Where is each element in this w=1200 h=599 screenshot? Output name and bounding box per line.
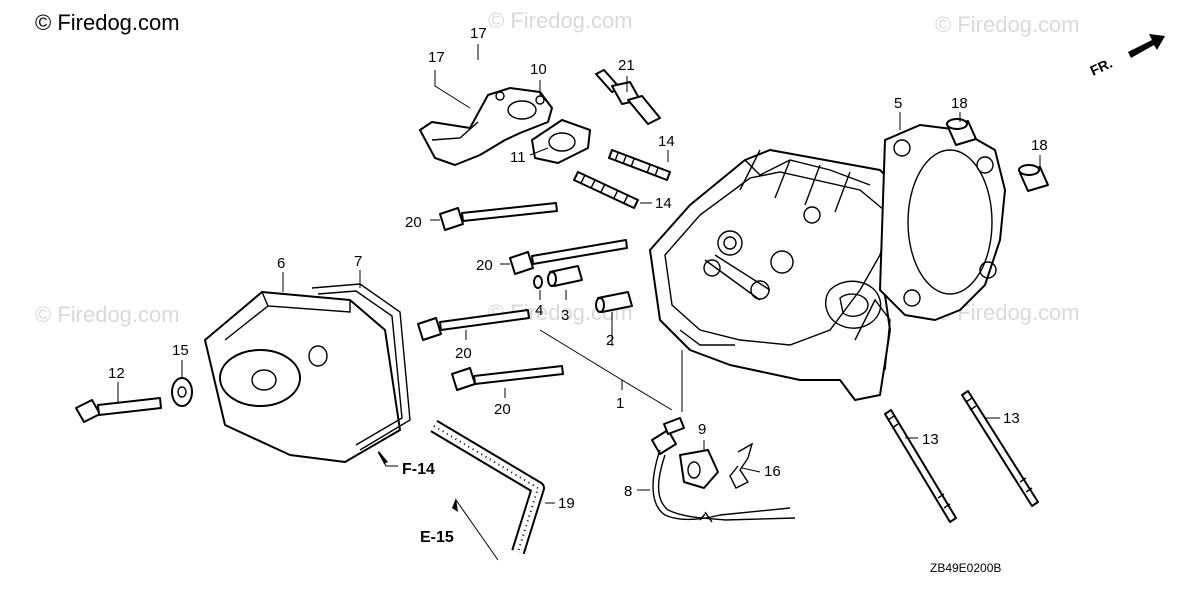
callout-20d: 20	[494, 401, 511, 418]
callout-20c: 20	[455, 345, 472, 362]
breather-tube	[430, 419, 545, 555]
callout-11: 11	[510, 149, 526, 166]
head-bolt-3	[417, 309, 530, 341]
callout-14b: 14	[655, 195, 672, 212]
callout-6: 6	[277, 255, 285, 272]
diagram-code: ZB49E0200B	[930, 561, 1001, 575]
sealing-washer	[171, 377, 193, 407]
callout-4: 4	[535, 302, 543, 319]
head-bolt-4	[451, 365, 564, 391]
callout-8: 8	[624, 483, 632, 500]
callout-14a: 14	[658, 133, 675, 150]
callout-7: 7	[354, 253, 362, 270]
callout-9: 9	[698, 421, 706, 438]
dowel-pin-1	[946, 118, 977, 146]
insulator-gasket	[531, 119, 591, 164]
callout-16: 16	[764, 463, 781, 480]
callout-17b: 17	[470, 25, 487, 42]
callout-1: 1	[616, 395, 624, 412]
f14-arrow	[378, 450, 388, 464]
head-bolt-2	[509, 239, 628, 275]
stud-bolt-lower	[573, 171, 639, 209]
intake-insulator	[419, 87, 553, 166]
stud-bolt-upper	[608, 149, 671, 181]
head-bolt-1	[439, 202, 558, 231]
spark-plug	[595, 69, 661, 125]
dowel-2	[595, 291, 633, 313]
callout-20a: 20	[405, 214, 422, 231]
reference-f14: F-14	[402, 461, 435, 478]
callout-18a: 18	[951, 95, 968, 112]
wire-clip	[729, 442, 754, 489]
leader-lines	[117, 44, 1041, 561]
stud-13-left	[884, 409, 957, 523]
callout-15: 15	[172, 342, 189, 359]
callout-21: 21	[618, 57, 635, 74]
callout-12: 12	[108, 365, 125, 382]
dowel-pin-2	[1018, 164, 1049, 192]
e15-arrow	[452, 498, 458, 512]
callout-17a: 17	[428, 49, 445, 66]
callout-5: 5	[894, 95, 902, 112]
callout-18b: 18	[1031, 137, 1048, 154]
cylinder-head	[649, 149, 916, 401]
washer-4	[533, 275, 543, 289]
head-gasket	[879, 124, 1006, 321]
head-cover	[204, 291, 401, 463]
callout-3: 3	[561, 307, 569, 324]
callout-20b: 20	[476, 257, 493, 274]
watermark-top-center: © Firedog.com	[488, 8, 633, 33]
reference-e15: E-15	[420, 529, 454, 546]
callout-13b: 13	[1003, 410, 1020, 427]
switch-clamp	[679, 449, 719, 489]
callout-13a: 13	[922, 431, 939, 448]
callout-numbers: 17 17 10 21 14 11 14 20 20 20 20 5 18 18…	[108, 25, 1048, 512]
callout-2: 2	[606, 332, 614, 349]
watermark-top-left: © Firedog.com	[35, 10, 180, 35]
stud-13-right	[961, 390, 1039, 507]
cover-bolt	[75, 397, 162, 423]
front-direction-label: FR.	[1088, 55, 1115, 79]
cover-gasket	[311, 283, 411, 451]
dowel-3	[547, 265, 583, 287]
watermark-top-right: © Firedog.com	[935, 12, 1080, 37]
oil-alert-switch	[651, 417, 796, 523]
front-direction-arrow: FR.	[1088, 34, 1165, 79]
callout-19: 19	[558, 495, 575, 512]
watermark-mid-left: © Firedog.com	[35, 302, 180, 327]
callout-10: 10	[530, 61, 547, 78]
